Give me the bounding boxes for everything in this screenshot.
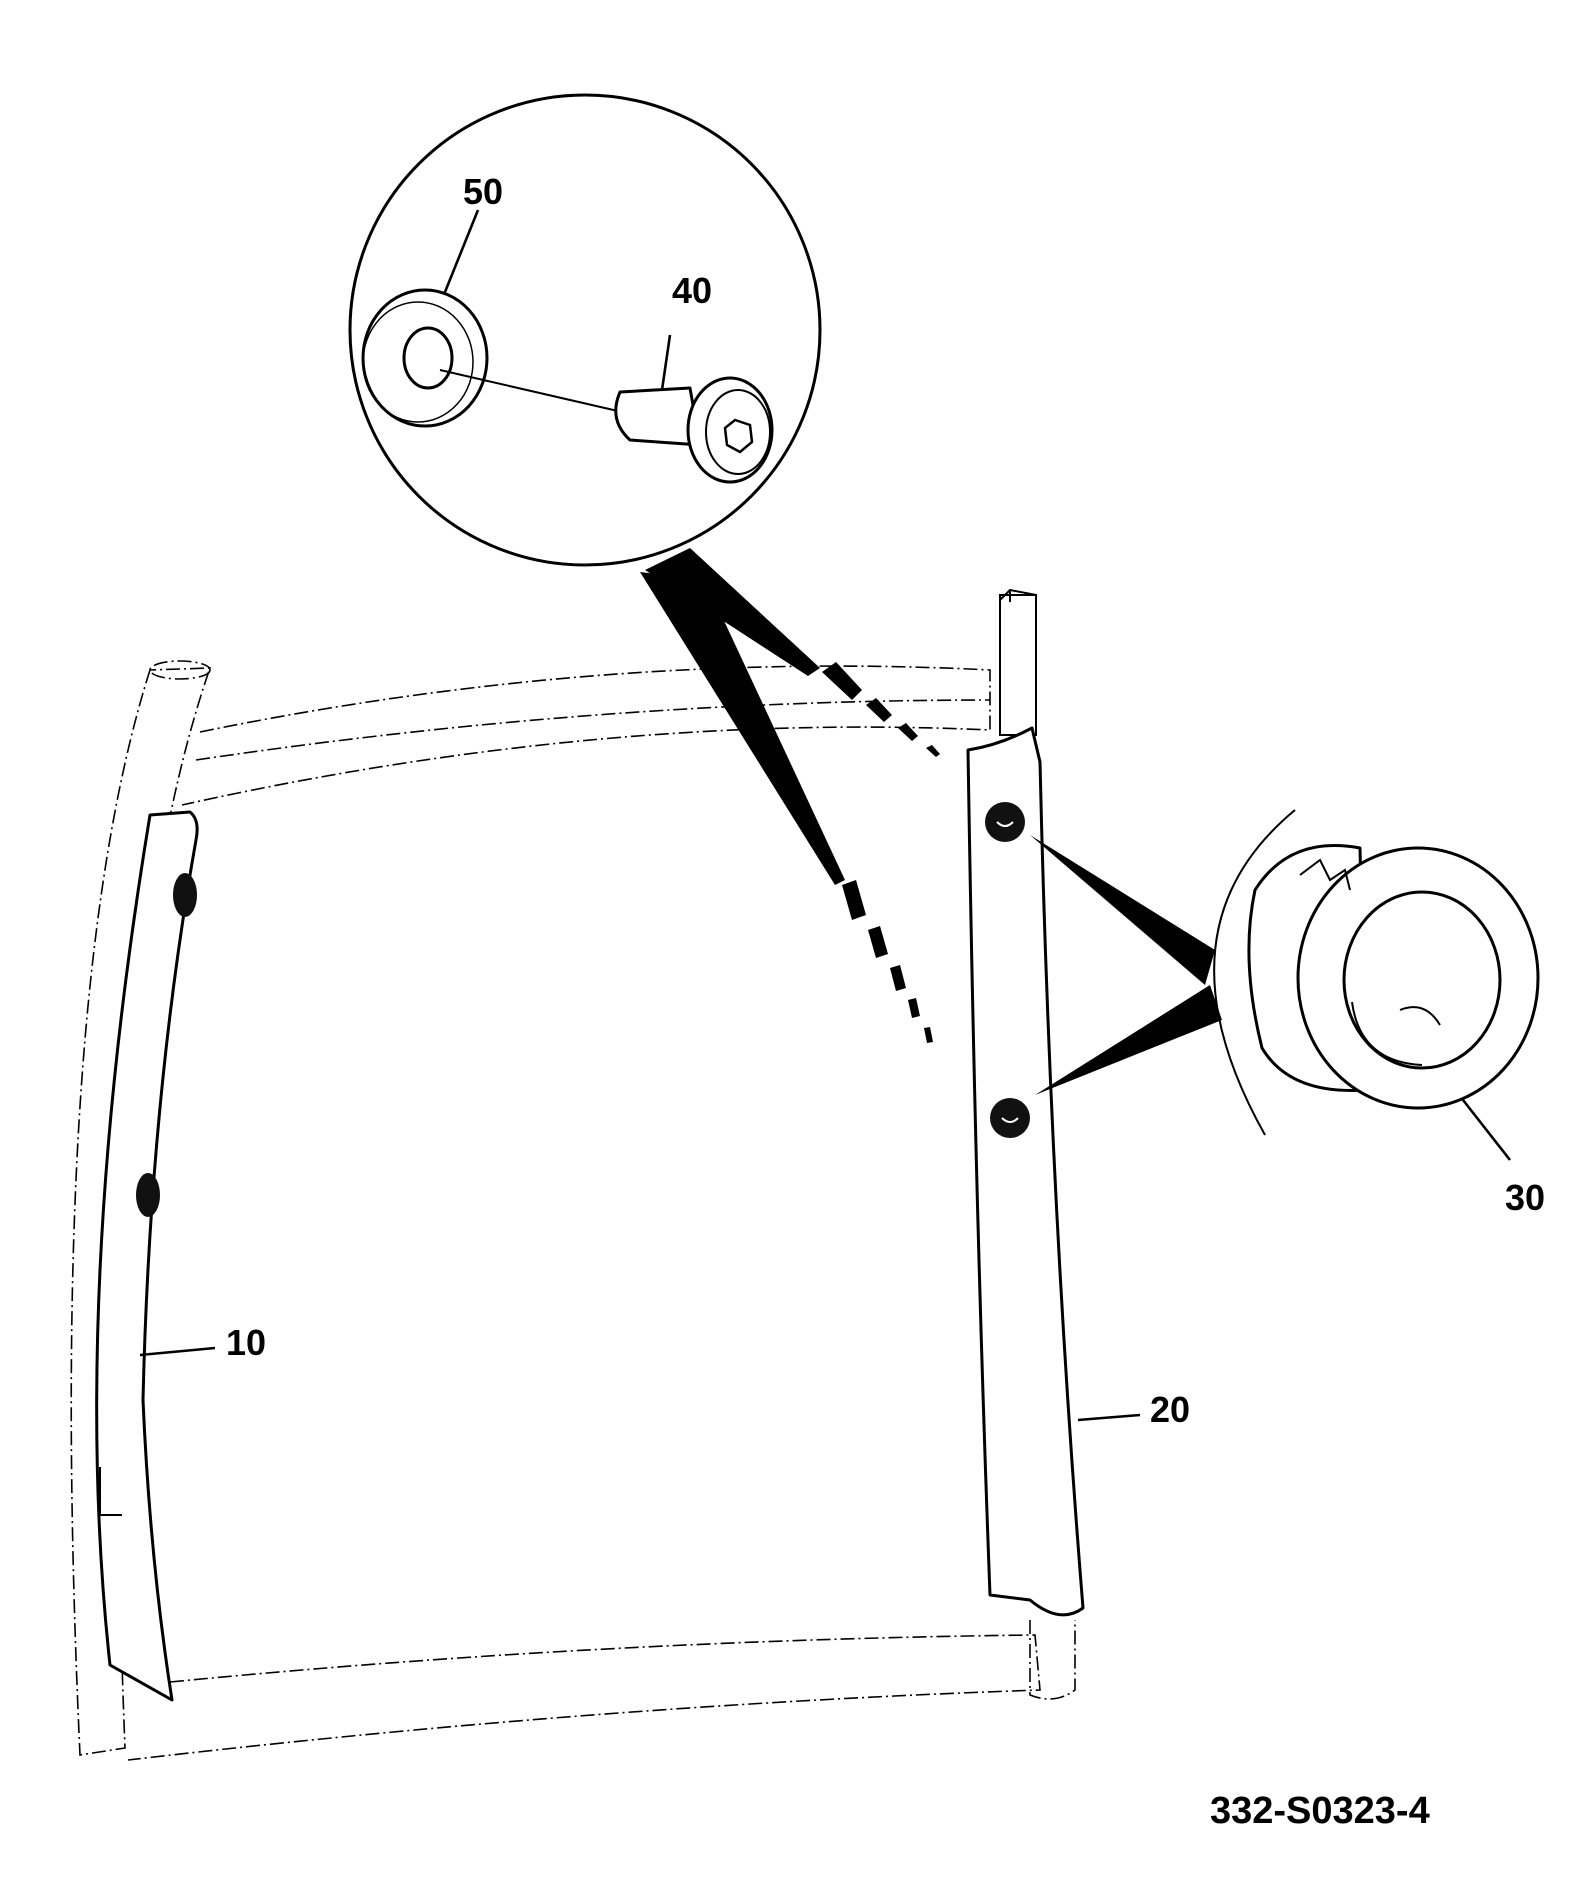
leader-40 xyxy=(660,334,672,391)
ghost-top-rail xyxy=(181,665,991,806)
leader-10 xyxy=(139,1346,216,1357)
detail-wedge-dashes-lower xyxy=(842,880,933,1043)
leader-20 xyxy=(1077,1413,1141,1422)
screw-40-hex-socket xyxy=(723,418,754,454)
leader-lines xyxy=(139,209,1512,1422)
bushing-30-clip xyxy=(1299,858,1351,891)
washer-50-rim xyxy=(362,301,474,423)
bushing-wedge-lower xyxy=(1035,985,1222,1095)
right-panel-lower-bushing-mark xyxy=(1001,1117,1019,1123)
bushing-wedge-upper xyxy=(1030,835,1215,985)
detail-connection-wedges xyxy=(640,548,940,1043)
right-panel-lower-bushing xyxy=(990,1098,1030,1138)
bushing-30-bore-inner xyxy=(1351,1001,1423,1066)
right-tube-stub-top xyxy=(999,588,1037,602)
leader-30 xyxy=(1461,1099,1512,1161)
bushing-view-arc xyxy=(1213,809,1296,1136)
part-20-right-panel xyxy=(966,588,1085,1617)
detail-view-bushing xyxy=(1030,809,1540,1136)
ghost-bottom-rail xyxy=(127,1634,1041,1761)
right-panel-body xyxy=(966,726,1085,1617)
drawing-number: 332-S0323-4 xyxy=(1210,1790,1430,1832)
left-panel-lower-knob xyxy=(136,1173,160,1217)
left-panel-upper-knob xyxy=(173,873,197,917)
callout-10: 10 xyxy=(226,1322,266,1363)
left-panel-body xyxy=(95,810,199,1702)
leader-50 xyxy=(443,209,480,293)
right-panel-upper-bushing-mark xyxy=(996,821,1014,827)
callout-20: 20 xyxy=(1150,1389,1190,1430)
detail-view-screw-washer xyxy=(348,93,822,567)
detail-wedge-inner xyxy=(640,572,845,885)
right-panel-upper-bushing xyxy=(985,802,1025,842)
callout-40: 40 xyxy=(672,270,712,311)
bushing-30-bore-mark xyxy=(1399,1006,1441,1026)
right-tube-stub xyxy=(999,594,1037,736)
ghost-chair-frame xyxy=(70,660,1076,1761)
bushing-30-bore xyxy=(1342,890,1502,1070)
ghost-right-leg-stub xyxy=(1029,1620,1076,1700)
ghost-left-tube-top xyxy=(149,660,211,680)
part-10-left-panel xyxy=(95,810,199,1702)
callout-30: 30 xyxy=(1505,1177,1545,1218)
washer-50-hole xyxy=(402,326,454,390)
callout-50: 50 xyxy=(463,171,503,212)
left-panel-slot xyxy=(99,1467,122,1516)
detail-wedge-dashes-upper xyxy=(822,662,940,757)
